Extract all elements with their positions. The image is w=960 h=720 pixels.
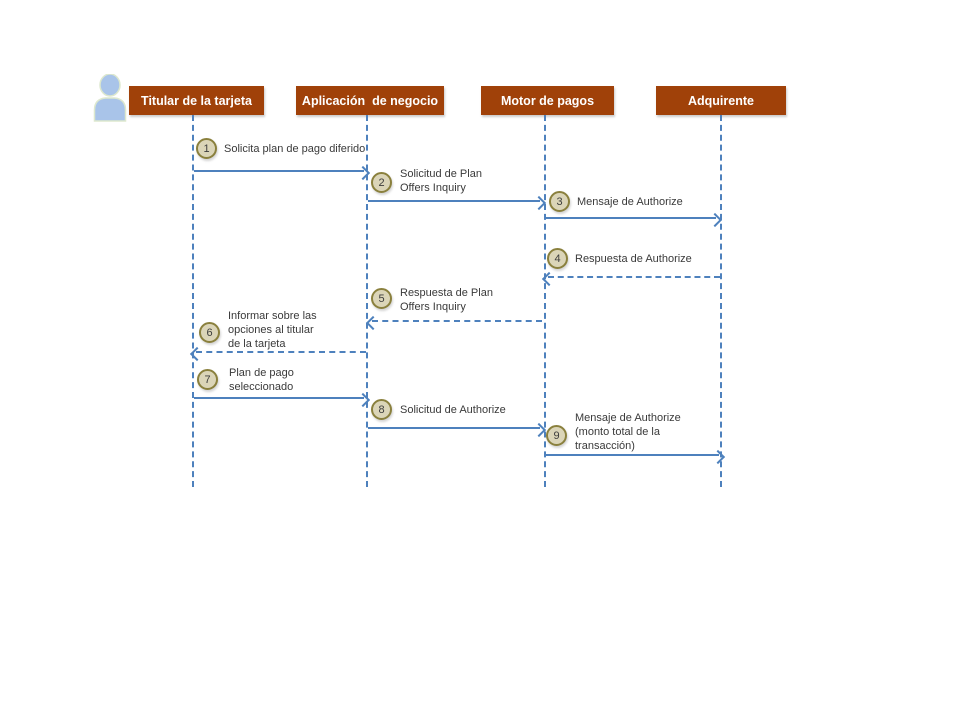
- actor-box-adquirente: Adquirente: [656, 86, 786, 115]
- message-label-9: Mensaje de Authorize (monto total de la …: [575, 412, 681, 452]
- step-badge-3: 3: [549, 191, 570, 212]
- person-icon: [92, 73, 128, 122]
- message-label-8: Solicitud de Authorize: [400, 404, 506, 416]
- step-number: 3: [556, 195, 563, 208]
- message-arrow-9: [546, 449, 726, 465]
- message-label-2: Solicitud de Plan Offers Inquiry: [400, 168, 482, 194]
- arrowhead-right-icon: [710, 449, 726, 465]
- actor-box-titular-de-la-tarjeta: Titular de la tarjeta: [129, 86, 264, 115]
- message-arrow-2: [368, 195, 547, 211]
- actor-label: Titular de la tarjeta: [141, 93, 252, 108]
- message-label-6: Informar sobre las opciones al titular d…: [228, 310, 317, 350]
- message-arrow-1: [194, 165, 371, 181]
- step-badge-5: 5: [371, 288, 392, 309]
- actor-box-aplicacion-de-negocio: Aplicación de negocio: [296, 86, 444, 115]
- lifeline-motor-de-pagos: [544, 115, 546, 487]
- step-number: 4: [554, 252, 561, 265]
- step-number: 5: [378, 292, 385, 305]
- step-badge-9: 9: [546, 425, 567, 446]
- lifeline-adquirente: [720, 115, 722, 487]
- message-label-4: Respuesta de Authorize: [575, 253, 692, 265]
- step-number: 1: [203, 142, 210, 155]
- message-label-1: Solicita plan de pago diferido: [224, 143, 366, 155]
- step-badge-2: 2: [371, 172, 392, 193]
- actor-label: Motor de pagos: [500, 93, 595, 108]
- step-number: 7: [204, 373, 211, 386]
- actor-label: Aplicación de negocio: [301, 93, 439, 108]
- lifeline-titular-de-la-tarjeta: [192, 115, 194, 487]
- message-label-3: Mensaje de Authorize: [577, 196, 683, 208]
- arrowhead-left-icon: [365, 315, 381, 331]
- step-badge-8: 8: [371, 399, 392, 420]
- message-arrow-5: [365, 315, 542, 331]
- step-badge-7: 7: [197, 369, 218, 390]
- lifeline-aplicacion-de-negocio: [366, 115, 368, 487]
- message-label-5: Respuesta de Plan Offers Inquiry: [400, 287, 493, 313]
- step-number: 6: [206, 326, 213, 339]
- step-number: 9: [553, 429, 560, 442]
- message-arrow-8: [368, 422, 547, 438]
- message-arrow-3: [546, 212, 723, 228]
- step-number: 2: [378, 176, 385, 189]
- message-arrow-4: [541, 271, 720, 287]
- message-arrow-6: [189, 346, 366, 362]
- message-arrow-7: [194, 392, 371, 408]
- step-badge-4: 4: [547, 248, 568, 269]
- message-label-7: Plan de pago seleccionado: [229, 367, 294, 393]
- step-badge-6: 6: [199, 322, 220, 343]
- actor-box-motor-de-pagos: Motor de pagos: [481, 86, 614, 115]
- actor-label: Adquirente: [688, 93, 754, 108]
- step-badge-1: 1: [196, 138, 217, 159]
- step-number: 8: [378, 403, 385, 416]
